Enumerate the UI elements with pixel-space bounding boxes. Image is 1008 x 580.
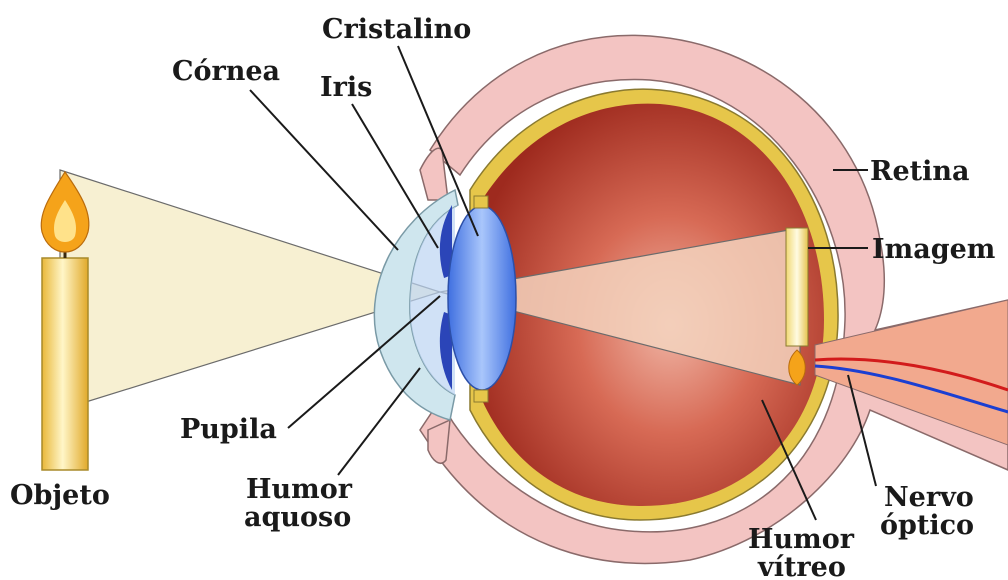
zonule-lower bbox=[474, 390, 488, 402]
label-cristalino: Cristalino bbox=[322, 14, 471, 45]
label-nervo-optico-line2: óptico bbox=[880, 510, 974, 541]
label-nervo-optico-line1: Nervo bbox=[884, 482, 974, 513]
label-iris: Iris bbox=[320, 72, 372, 103]
lens bbox=[448, 206, 516, 390]
label-retina: Retina bbox=[870, 156, 969, 187]
label-cornea: Córnea bbox=[172, 56, 280, 87]
zonule-upper bbox=[474, 196, 488, 208]
leader-humor-aquoso bbox=[338, 368, 420, 475]
candle-icon bbox=[42, 258, 88, 470]
label-humor-vitreo-line1: Humor bbox=[748, 524, 855, 555]
label-humor-aquoso-line1: Humor bbox=[246, 474, 353, 505]
label-humor-aquoso-line2: aquoso bbox=[244, 502, 351, 533]
leader-cornea bbox=[250, 90, 398, 250]
label-pupila: Pupila bbox=[180, 414, 277, 445]
label-objeto: Objeto bbox=[10, 480, 110, 511]
retina-image-candle bbox=[786, 228, 808, 346]
label-humor-vitreo-line2: vítreo bbox=[757, 552, 846, 580]
label-imagem: Imagem bbox=[872, 234, 995, 265]
